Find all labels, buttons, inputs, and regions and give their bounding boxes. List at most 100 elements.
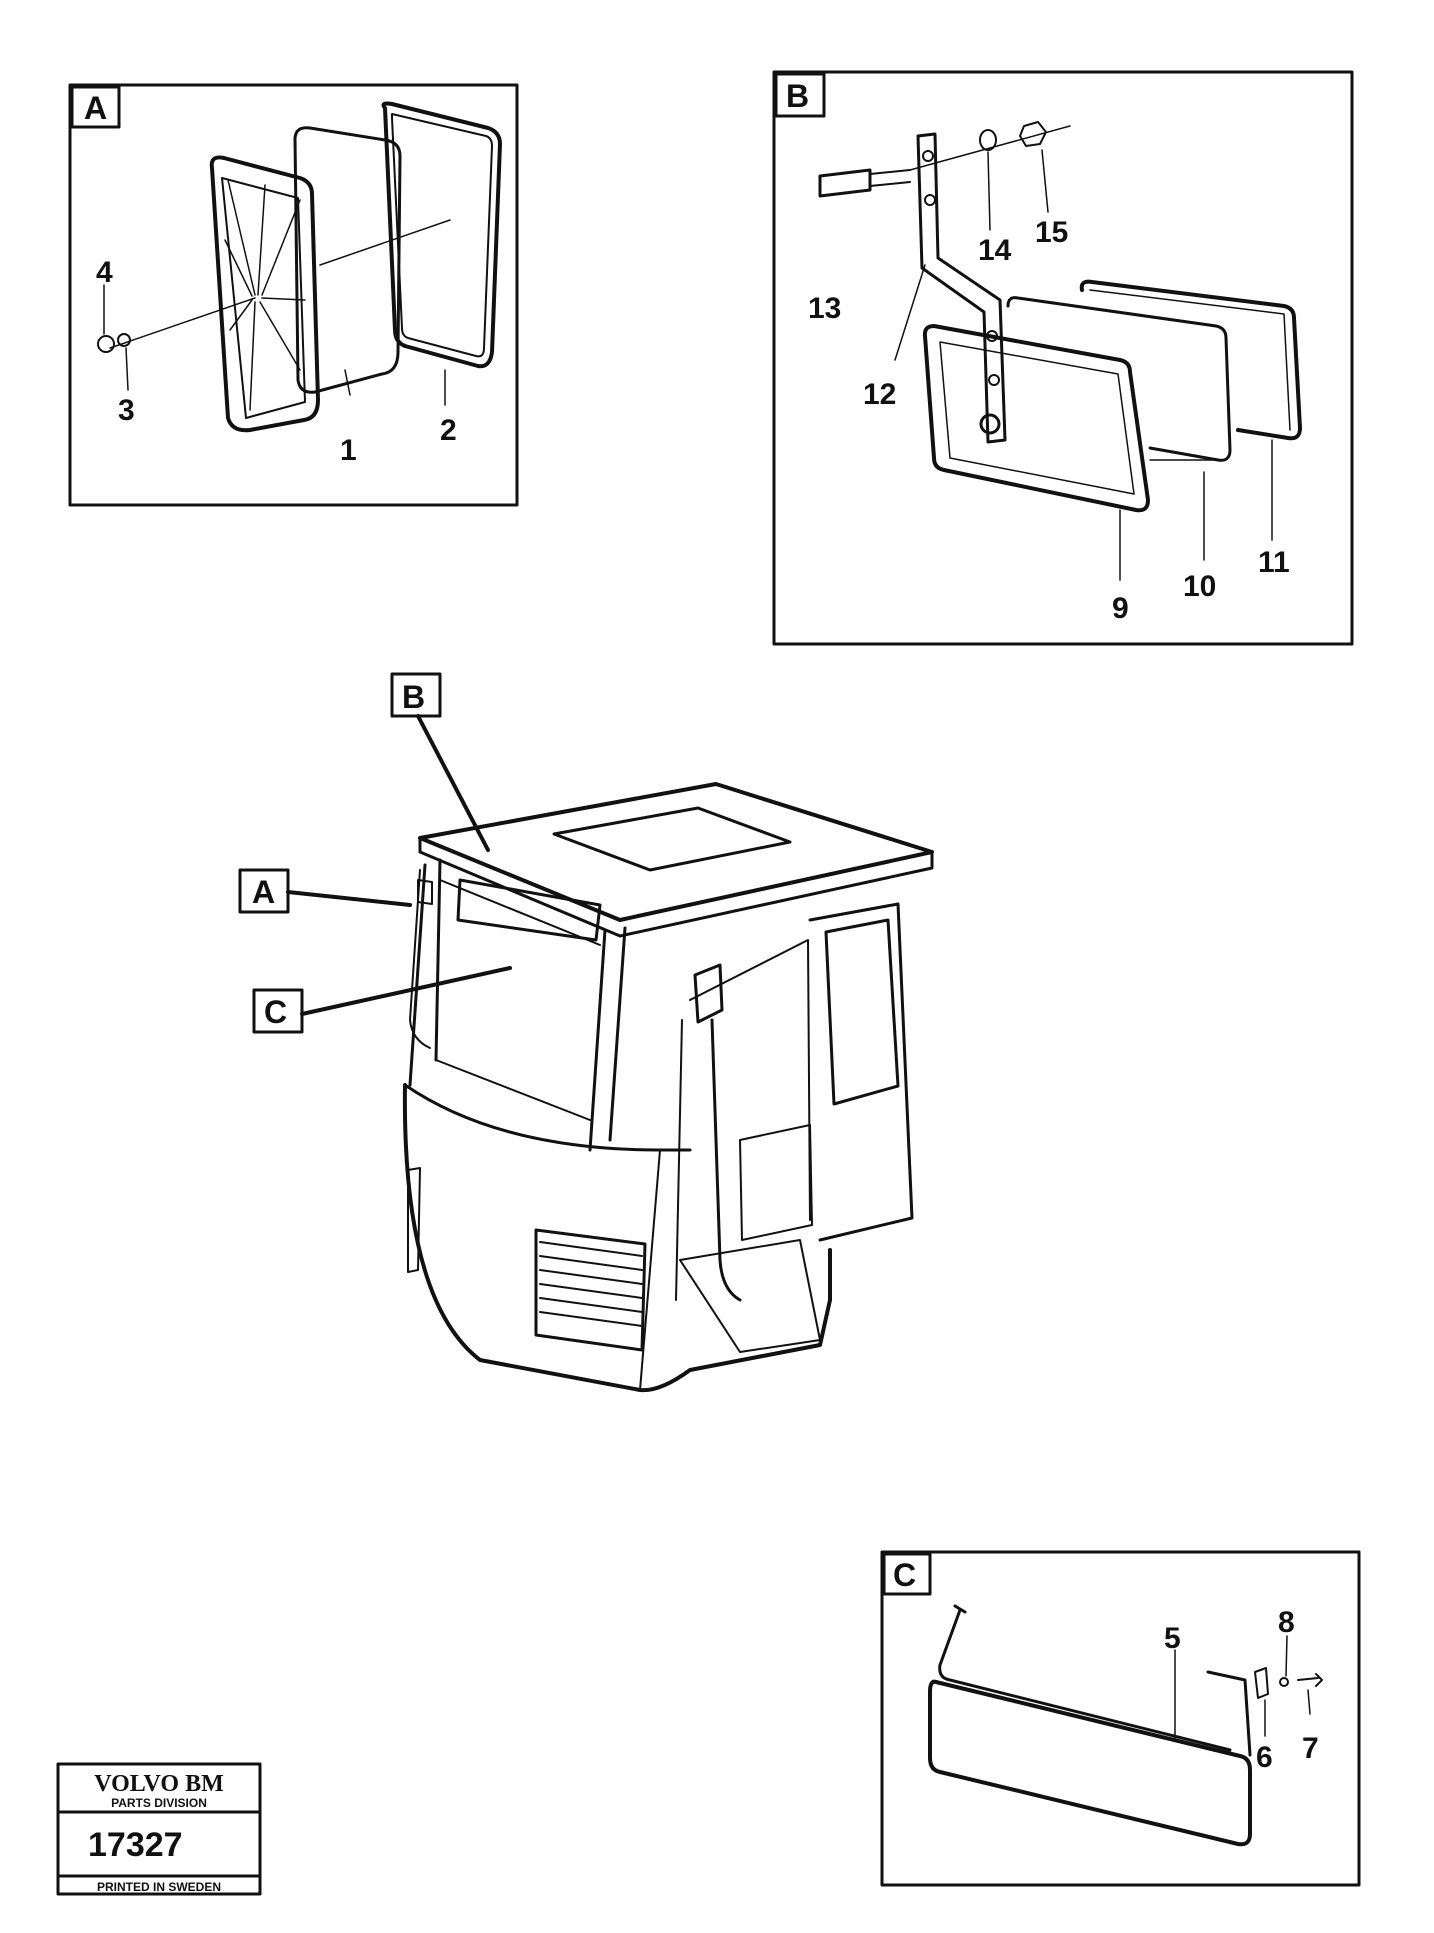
cab-grille (534, 1228, 647, 1352)
part-label-5: 5 (1164, 1622, 1181, 1655)
leader-7 (1307, 1689, 1311, 1715)
part-5-rod-end (953, 1604, 967, 1614)
part-label-9: 9 (1112, 592, 1129, 625)
part-label-7: 7 (1302, 1732, 1319, 1765)
logo-frame (56, 1762, 262, 1896)
mirror-housing-inner (221, 177, 306, 419)
cab-lower-body (402, 1083, 832, 1393)
part-12-bracket (916, 132, 1007, 444)
part-label-3: 3 (118, 394, 135, 427)
logo-number: 17327 (88, 1826, 183, 1864)
bracket-hole-2 (924, 194, 936, 206)
logo-subtitle: PARTS DIVISION (111, 1796, 207, 1810)
callout-a-leader (286, 890, 412, 907)
part-11-frame-inner (1089, 289, 1291, 431)
volvo-bm-logo: VOLVO BM PARTS DIVISION 17327 PRINTED IN… (56, 1762, 262, 1896)
part-14-washer (979, 129, 997, 151)
bracket-hole-4 (988, 374, 1000, 386)
mirror-a-drawing (97, 101, 502, 433)
panel-c-tag-box (882, 1552, 932, 1596)
part-label-8: 8 (1278, 1606, 1295, 1639)
panel-a-tag: A (84, 90, 107, 126)
panel-c-tag: C (893, 1557, 916, 1593)
mirror-b-support (675, 1019, 683, 1301)
part-label-13: 13 (808, 292, 841, 325)
mirror-b-drawing (818, 121, 1302, 581)
cab-left-pillar (408, 858, 442, 1087)
cab-door-opening (689, 939, 811, 1221)
cab-front-right-pillar (588, 926, 627, 1152)
part-label-10: 10 (1183, 570, 1216, 603)
cab-windscreen (435, 879, 601, 1121)
logo-footer: PRINTED IN SWEDEN (97, 1880, 221, 1894)
panel-b-tag-box (774, 72, 826, 118)
callout-a: A (252, 874, 275, 910)
part-label-2: 2 (440, 414, 457, 447)
mirror-frame-2-inner (391, 113, 493, 358)
sunvisor-drawing (928, 1604, 1323, 1847)
callout-c: C (264, 994, 287, 1030)
panel-b-tag: B (786, 78, 809, 114)
part-13-bolt-shank (869, 169, 911, 187)
part-label-11: 11 (1258, 546, 1290, 579)
panel-b-frame (772, 70, 1354, 646)
part-label-1: 1 (340, 434, 357, 467)
cab-grille-slats (539, 1241, 643, 1327)
logo-dividers (56, 1810, 262, 1878)
cab-roof-hatch (552, 806, 792, 872)
part-label-15: 15 (1035, 216, 1068, 249)
part-9-housing-inner (939, 341, 1135, 495)
cab-roof-top (418, 782, 934, 922)
part-8-washer (1279, 1677, 1289, 1687)
mirror-a-on-cab (417, 879, 433, 905)
callout-b-leader (416, 714, 490, 852)
mirror-glass-1 (293, 126, 402, 394)
logo-title: VOLVO BM (94, 1771, 224, 1797)
part-label-6: 6 (1256, 1741, 1273, 1774)
mirror-a-axis (109, 219, 451, 349)
part-3-washer (117, 333, 131, 347)
mirror-b-arm-on-cab (710, 1018, 742, 1302)
part-5-rod (938, 1608, 1232, 1752)
mirror-housing (209, 155, 320, 433)
callout-b: B (402, 679, 425, 715)
cab-roof-edge (418, 836, 934, 938)
mirror-housing-ribs (224, 179, 306, 411)
cab-door-window (824, 918, 900, 1106)
part-5-rod-right (1206, 1670, 1252, 1757)
part-15-nut (1019, 121, 1047, 147)
leader-12 (894, 264, 926, 361)
panel-a: A 4 3 1 2 (68, 83, 519, 507)
leader-1 (344, 369, 351, 396)
bracket-pivot (979, 413, 1001, 435)
panel-b: B 1 (772, 70, 1354, 646)
leaders-9-10-11 (1119, 439, 1273, 581)
part-7-screw (1297, 1673, 1323, 1687)
cab-door-frame (808, 902, 914, 1242)
part-6-clip (1254, 1667, 1269, 1699)
part-label-14: 14 (978, 234, 1012, 267)
panel-a-frame (68, 83, 519, 507)
cab-seat (739, 1124, 813, 1241)
leaders-14-15 (987, 149, 1049, 231)
part-11-frame (1079, 279, 1302, 441)
callout-c-box (252, 988, 304, 1034)
leader-3 (125, 347, 129, 391)
part-label-12: 12 (863, 378, 896, 411)
cab-floor-step (679, 1239, 821, 1353)
mirror-a-arm-on-cab (409, 869, 431, 1049)
part-13-bolt-head (818, 168, 872, 198)
sunvisor-c-on-cab (456, 878, 602, 942)
panel-c-frame (880, 1550, 1361, 1887)
panel-a-tag-box (70, 85, 121, 129)
bracket-hole-1 (922, 150, 934, 162)
cab-side-vent (407, 1167, 421, 1273)
cab-drawing: B A C (238, 672, 934, 1393)
leader-8 (1285, 1635, 1288, 1677)
part-9-housing (922, 324, 1150, 513)
part-label-4: 4 (96, 256, 113, 289)
callout-c-leader (300, 966, 512, 1016)
part-10-glass (1006, 296, 1232, 462)
part-5-sunvisor (928, 1679, 1252, 1847)
